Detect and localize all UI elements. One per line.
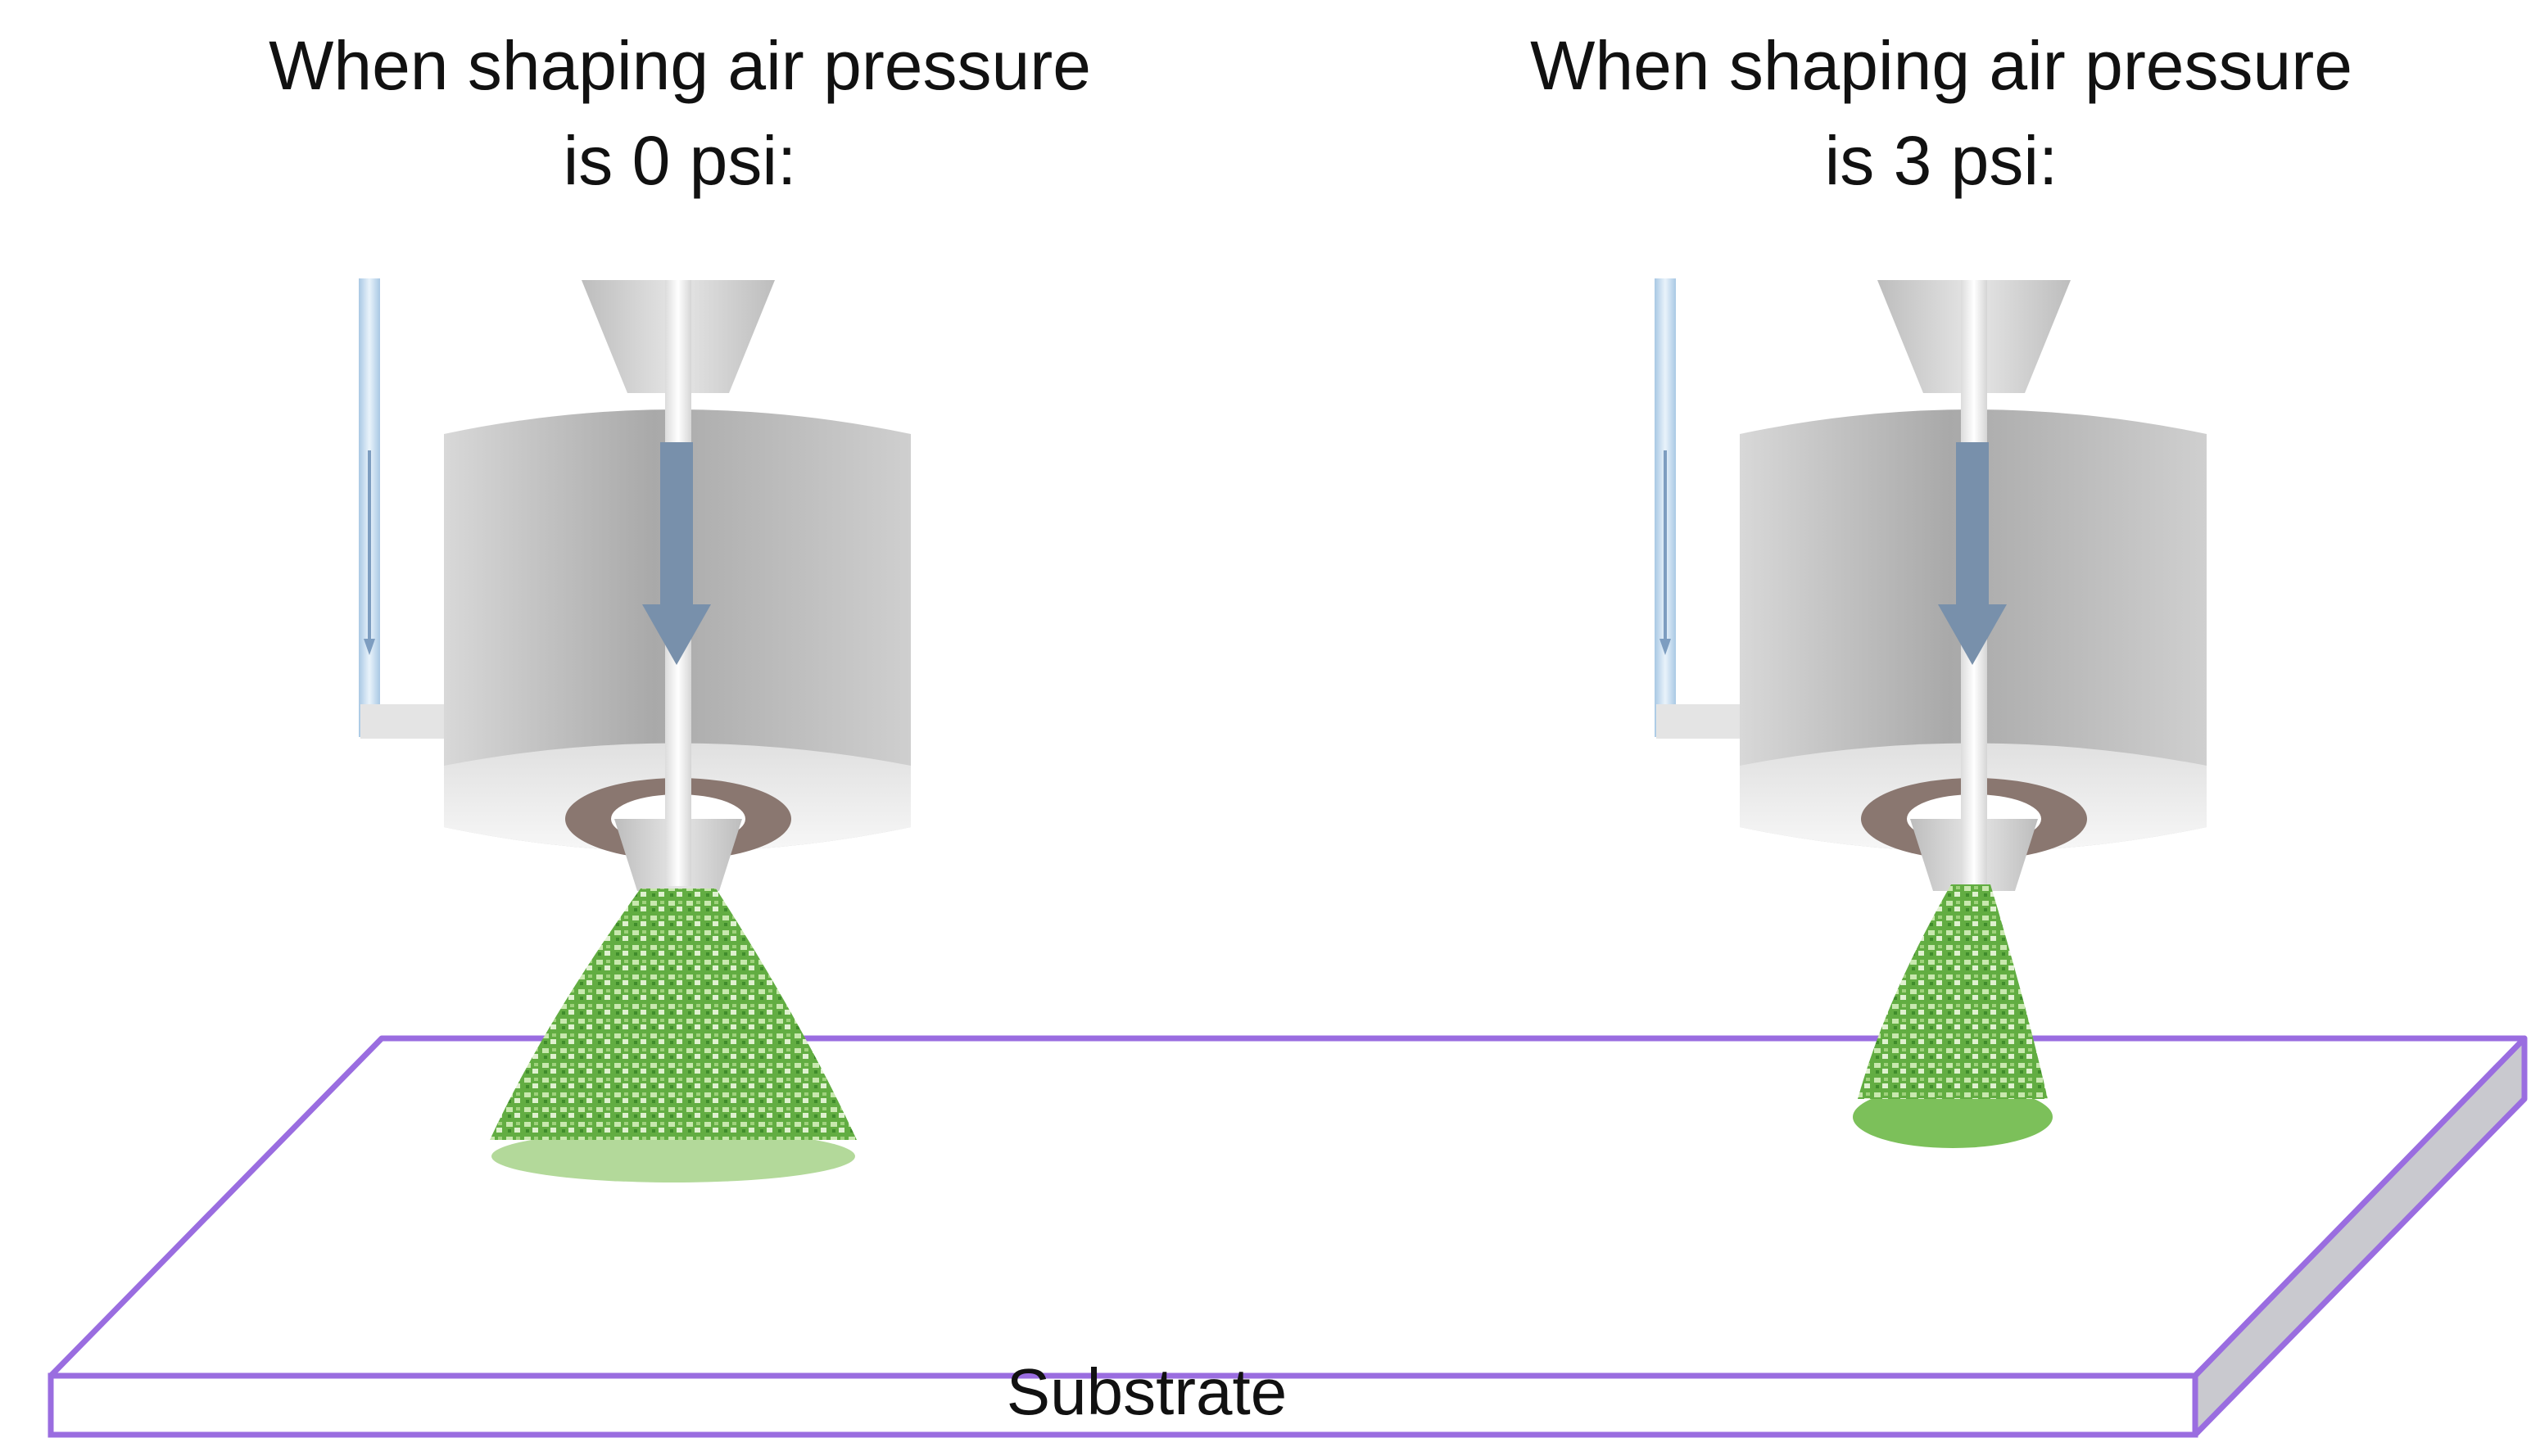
flow-arrow-head	[642, 604, 711, 665]
flow-arrow-shaft	[660, 442, 693, 606]
flow-arrow-shaft	[1956, 442, 1989, 606]
deposit-spot-wide	[491, 1130, 855, 1182]
spray-plume-narrow	[1858, 884, 2048, 1099]
title-right-line-2: is 3 psi:	[1824, 122, 2058, 199]
substrate-top-face	[48, 1035, 2528, 1379]
spray-nozzle-icon	[359, 278, 911, 1182]
spray-nozzle-icon	[1655, 278, 2207, 1148]
deposit-spot-narrow	[1853, 1086, 2053, 1148]
title-right-line-1: When shaping air pressure	[1530, 27, 2352, 104]
title-right: When shaping air pressure is 3 psi:	[1409, 18, 2474, 208]
substrate-label: Substrate	[1006, 1355, 1288, 1428]
flow-arrow-head	[1938, 604, 2007, 665]
title-left: When shaping air pressure is 0 psi:	[147, 18, 1212, 208]
title-left-line-2: is 0 psi:	[563, 122, 797, 199]
air-inlet-connector	[1656, 704, 1741, 739]
title-left-line-1: When shaping air pressure	[269, 27, 1091, 104]
substrate-front-face	[48, 1372, 2198, 1438]
spray-plume-wide	[490, 889, 857, 1140]
air-inlet-connector	[360, 704, 446, 739]
